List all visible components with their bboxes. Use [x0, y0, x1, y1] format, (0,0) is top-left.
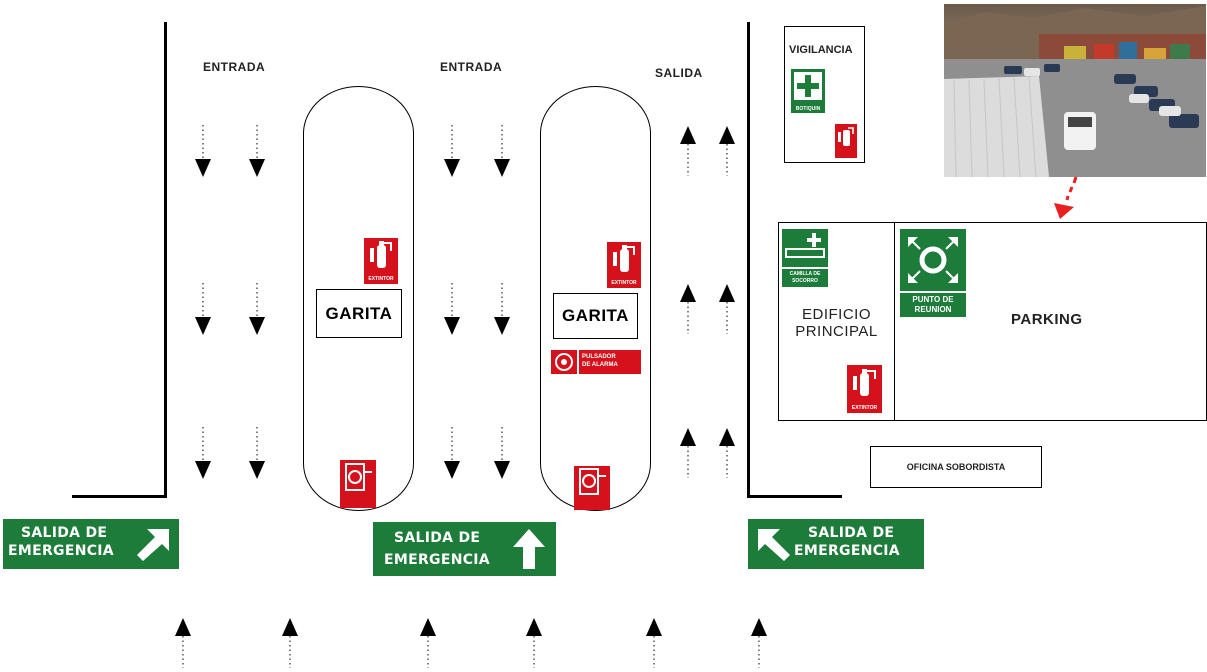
arrow-up-icon: [719, 126, 735, 176]
parking-box: PUNTO DE REUNION PARKING: [894, 222, 1207, 421]
fire-hose-caption: [574, 503, 610, 508]
first-aid-cross-icon: [794, 72, 822, 100]
fire-extinguisher-icon: [613, 245, 635, 272]
vigilancia-label: VIGILANCIA: [789, 44, 853, 56]
garita-box-2: GARITA: [553, 293, 638, 339]
extintor-caption: EXTINTOR: [611, 280, 637, 286]
fire-hose-caption: [340, 501, 376, 506]
alarm-bell-icon: [555, 353, 573, 371]
salida-label: SALIDA: [655, 66, 703, 80]
arrow-down-icon: [494, 427, 510, 479]
arrow-up-right-icon: [137, 529, 169, 561]
arrow-up-icon: [526, 618, 542, 668]
left-wall-base: [72, 495, 167, 498]
fire-hose-icon: [579, 468, 606, 495]
arrow-down-icon: [494, 125, 510, 177]
fire-extinguisher-icon: [370, 241, 392, 268]
emergency-exit-text-1: SALIDA DE: [808, 525, 895, 541]
emergency-exit-text-2: EMERGENCIA: [8, 543, 114, 559]
extintor-caption: EXTINTOR: [851, 405, 878, 411]
arrow-up-icon: [680, 126, 696, 176]
fire-hose-sign-left: [340, 460, 376, 508]
edificio-label-1: EDIFICIO: [801, 306, 871, 323]
alarm-button-sign: PULSADOR DE ALARMA: [551, 350, 641, 374]
arrow-down-icon: [249, 427, 265, 479]
edificio-principal-box: CAMILLA DE SOCORRO EDIFICIO PRINCIPAL EX…: [778, 222, 895, 421]
emergency-exit-text-1: SALIDA DE: [21, 525, 108, 541]
parking-lot-photo: [944, 4, 1206, 177]
emergency-exit-text-2: EMERGENCIA: [794, 543, 900, 559]
arrow-up-icon: [680, 284, 696, 334]
stretcher-sign: CAMILLA DE SOCORRO: [782, 229, 828, 287]
arrow-down-icon: [249, 125, 265, 177]
oficina-label: OFICINA SOBORDISTA: [906, 462, 1006, 472]
edificio-label-2: PRINCIPAL: [795, 323, 878, 340]
parking-label: PARKING: [1011, 311, 1083, 328]
garita-box-1: GARITA: [316, 289, 402, 338]
emergency-exit-sign-left: SALIDA DE EMERGENCIA: [3, 519, 179, 569]
first-aid-caption: BOTIQUIN: [795, 106, 821, 112]
alarm-caption-2: DE ALARMA: [582, 362, 618, 368]
extintor-sign-vigilancia: [835, 124, 857, 158]
arrow-down-icon: [249, 283, 265, 335]
arrow-down-icon: [195, 427, 211, 479]
arrow-down-icon: [494, 283, 510, 335]
assembly-caption-1: PUNTO DE: [912, 295, 954, 304]
edificio-label: EDIFICIO PRINCIPAL: [779, 306, 894, 340]
arrow-up-left-icon: [758, 529, 790, 561]
arrow-up-icon: [175, 618, 191, 668]
arrow-up-icon: [751, 618, 767, 668]
arrow-up-icon: [420, 618, 436, 668]
right-wall-base: [747, 495, 842, 498]
right-wall: [747, 22, 750, 498]
arrow-up-icon: [680, 428, 696, 478]
assembly-point-sign: PUNTO DE REUNION: [900, 229, 966, 317]
extintor-sign-right: EXTINTOR: [607, 242, 641, 288]
arrow-down-icon: [195, 125, 211, 177]
emergency-exit-sign-right: SALIDA DE EMERGENCIA: [748, 519, 924, 569]
entrada-label-2: ENTRADA: [440, 60, 503, 74]
emergency-exit-text-1: SALIDA DE: [394, 530, 481, 546]
stretcher-caption-1: CAMILLA DE: [789, 271, 821, 277]
arrow-down-icon: [444, 427, 460, 479]
assembly-point-icon: [908, 237, 958, 283]
fire-hose-icon: [345, 463, 372, 491]
extintor-caption: EXTINTOR: [368, 276, 394, 282]
assembly-caption-2: REUNION: [914, 305, 952, 314]
extintor-sign-edificio: EXTINTOR: [847, 365, 882, 413]
vigilancia-box: VIGILANCIA BOTIQUIN: [784, 26, 865, 163]
oficina-sobordista-box: OFICINA SOBORDISTA: [870, 446, 1042, 488]
arrow-up-icon: [282, 618, 298, 668]
arrow-down-icon: [444, 283, 460, 335]
arrow-up-icon: [646, 618, 662, 668]
arrow-down-icon: [195, 283, 211, 335]
arrow-up-icon: [513, 529, 545, 569]
arrow-down-icon: [444, 125, 460, 177]
fire-extinguisher-icon: [853, 369, 876, 396]
entrada-label-1: ENTRADA: [203, 60, 266, 74]
first-aid-sign: BOTIQUIN: [791, 69, 825, 113]
fire-hose-sign-right: [574, 466, 610, 510]
emergency-exit-sign-center: SALIDA DE EMERGENCIA: [373, 522, 556, 576]
emergency-exit-text-2: EMERGENCIA: [384, 552, 490, 568]
arrow-up-icon: [719, 284, 735, 334]
stretcher-caption-2: SOCORRO: [792, 278, 818, 284]
alarm-caption-1: PULSADOR: [582, 354, 616, 360]
extintor-sign-left: EXTINTOR: [364, 238, 398, 284]
extintor-caption: [835, 151, 857, 156]
arrow-up-icon: [719, 428, 735, 478]
parking-lot-photo-icon: [944, 4, 1206, 177]
photo-pointer-arrow: [1054, 176, 1078, 219]
stretcher-icon: [785, 233, 825, 258]
left-wall: [164, 22, 167, 498]
fire-extinguisher-icon: [838, 127, 854, 146]
